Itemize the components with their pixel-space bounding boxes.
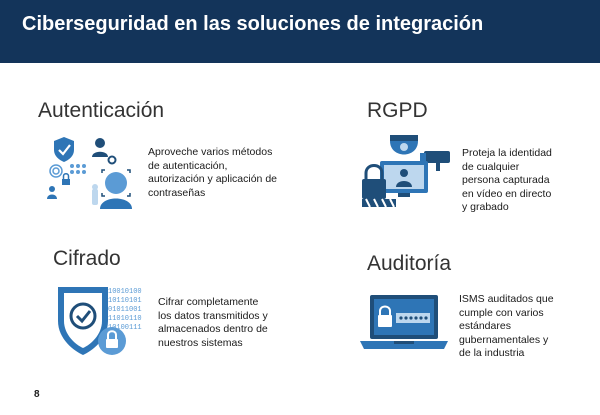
binary-row: 11010110 bbox=[108, 315, 142, 323]
desc-line: Aproveche varios métodos bbox=[148, 146, 273, 158]
audit-laptop-icon bbox=[360, 295, 448, 349]
desc-line: de cualquier bbox=[462, 160, 520, 173]
section-title-autenticacion: Autenticación bbox=[38, 99, 165, 122]
section-title-cifrado: Cifrado bbox=[53, 247, 121, 270]
section-title-rgpd: RGPD bbox=[367, 99, 428, 122]
desc-line: los datos transmitidos y bbox=[158, 309, 268, 322]
desc-line: autorización y aplicación de bbox=[148, 173, 277, 185]
section-desc-auditoria: ISMS auditados que cumple con varios est… bbox=[459, 293, 594, 361]
privacy-camera-icon bbox=[362, 135, 450, 208]
binary-row: 01011001 bbox=[108, 306, 142, 314]
desc-line: nuestros sistemas bbox=[158, 336, 243, 349]
page-number: 8 bbox=[34, 389, 40, 400]
slide-header: Ciberseguridad en las soluciones de inte… bbox=[0, 0, 600, 63]
desc-line: de autenticación, bbox=[148, 159, 228, 172]
desc-line: y grabado bbox=[462, 201, 509, 213]
desc-line: de la industria bbox=[459, 347, 525, 359]
desc-line: cumple con varios bbox=[459, 306, 544, 319]
desc-line: almacenados dentro de bbox=[158, 323, 268, 335]
desc-line: gubernamentales y bbox=[459, 333, 549, 346]
section-desc-autenticacion: Aproveche varios métodos de autenticació… bbox=[148, 146, 298, 200]
slide-title: Ciberseguridad en las soluciones de inte… bbox=[22, 13, 484, 35]
authentication-icon bbox=[47, 137, 132, 209]
section-desc-cifrado: Cifrar completamente los datos transmiti… bbox=[158, 296, 308, 350]
binary-row: 10100111 bbox=[108, 324, 142, 332]
desc-line: ISMS auditados que bbox=[459, 293, 554, 305]
section-desc-rgpd: Proteja la identidad de cualquier person… bbox=[462, 147, 592, 215]
desc-line: en vídeo en directo bbox=[462, 187, 552, 200]
section-title-auditoria: Auditoría bbox=[367, 252, 452, 275]
encryption-shield-icon: 10010100 10110101 01011001 11010110 1010… bbox=[58, 287, 142, 355]
desc-line: estándares bbox=[459, 320, 511, 332]
desc-line: persona capturada bbox=[462, 174, 550, 186]
desc-line: Proteja la identidad bbox=[462, 147, 552, 159]
desc-line: Cifrar completamente bbox=[158, 296, 259, 308]
binary-row: 10110101 bbox=[108, 297, 142, 305]
binary-row: 10010100 bbox=[108, 288, 142, 296]
desc-line: contraseñas bbox=[148, 186, 206, 199]
